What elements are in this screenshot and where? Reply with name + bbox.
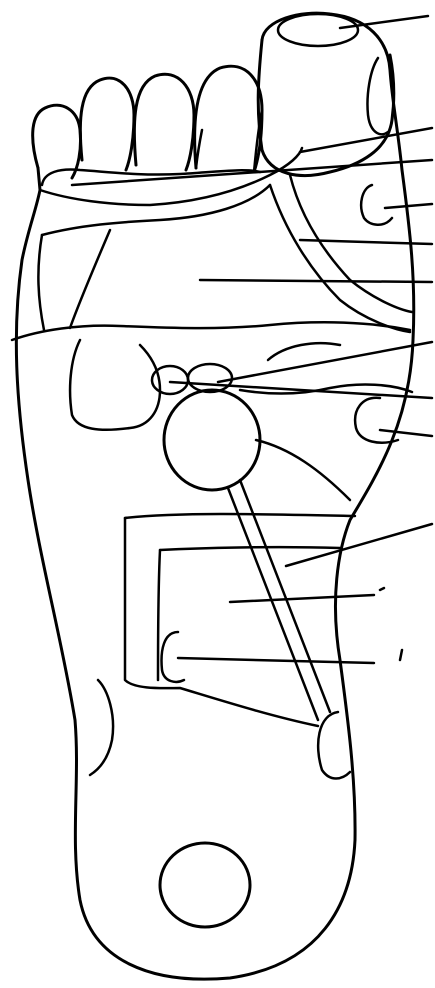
leader-sinus xyxy=(300,128,432,152)
leader-intestine xyxy=(230,595,374,602)
colon-upper xyxy=(268,343,340,360)
lung-right-curve xyxy=(70,230,110,328)
big-toe-side-zone xyxy=(367,58,388,134)
toe-3 xyxy=(134,74,194,170)
toe-5 xyxy=(33,105,81,178)
leader-ureter xyxy=(286,524,432,566)
leader-liver xyxy=(380,430,432,436)
big-toe xyxy=(258,40,393,176)
leader-solar-plexus xyxy=(218,342,432,382)
lung-chest-zone xyxy=(42,185,270,235)
lung-lower-curve xyxy=(38,235,44,330)
leader-thyroid xyxy=(385,204,432,208)
toe-joint-3 xyxy=(196,130,202,168)
edge-ticks xyxy=(380,588,402,660)
liver-zone xyxy=(355,398,398,443)
leader-lung xyxy=(200,280,432,282)
ureter-line-b xyxy=(228,488,318,720)
thyroid-zone xyxy=(361,185,392,225)
intestine-inner-left xyxy=(158,550,160,680)
tick-2 xyxy=(380,588,384,590)
tick-1 xyxy=(400,650,402,660)
heel-zone xyxy=(160,843,250,927)
leader-sigmoid xyxy=(178,658,374,663)
toe-4 xyxy=(80,78,134,170)
intestine-inner xyxy=(160,547,340,550)
pancreas-zone xyxy=(188,364,232,392)
stomach-zone xyxy=(70,340,160,430)
intestine-outer xyxy=(125,518,318,726)
head-brain-zone xyxy=(278,14,358,46)
knee-zone xyxy=(90,680,113,775)
adrenal-zone xyxy=(152,366,188,394)
kidney-zone xyxy=(164,390,260,490)
toe-2 xyxy=(195,66,262,172)
colon-line xyxy=(256,440,350,500)
bladder-zone xyxy=(318,712,350,779)
foot-outline xyxy=(16,13,413,979)
